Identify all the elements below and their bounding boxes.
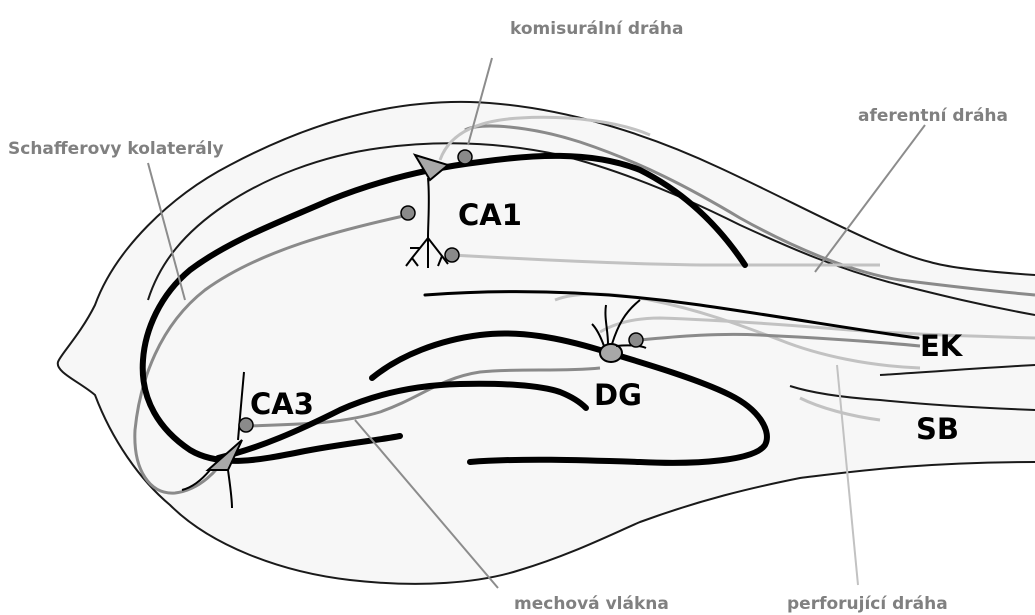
synapse-terminal-dg (629, 333, 643, 347)
label-mechova-vlakna: mechová vlákna (514, 594, 669, 614)
region-label-dg: DG (594, 378, 642, 412)
label-komisuralni-draha: komisurální dráha (510, 19, 683, 39)
synapse-terminal-ca1-lower (445, 248, 459, 262)
region-label-ca1: CA1 (458, 198, 522, 232)
region-label-sb: SB (916, 412, 959, 446)
label-schafferovy-kolateraly: Schafferovy kolaterály (8, 139, 224, 159)
region-label-ek: EK (920, 329, 964, 363)
label-perforujici-draha: perforující dráha (787, 594, 948, 614)
region-label-ca3: CA3 (250, 387, 314, 421)
synapse-terminal-ca1-top (458, 150, 472, 164)
label-aferentni-draha: aferentní dráha (858, 106, 1008, 126)
synapse-terminal-ca1-schaffer (401, 206, 415, 220)
